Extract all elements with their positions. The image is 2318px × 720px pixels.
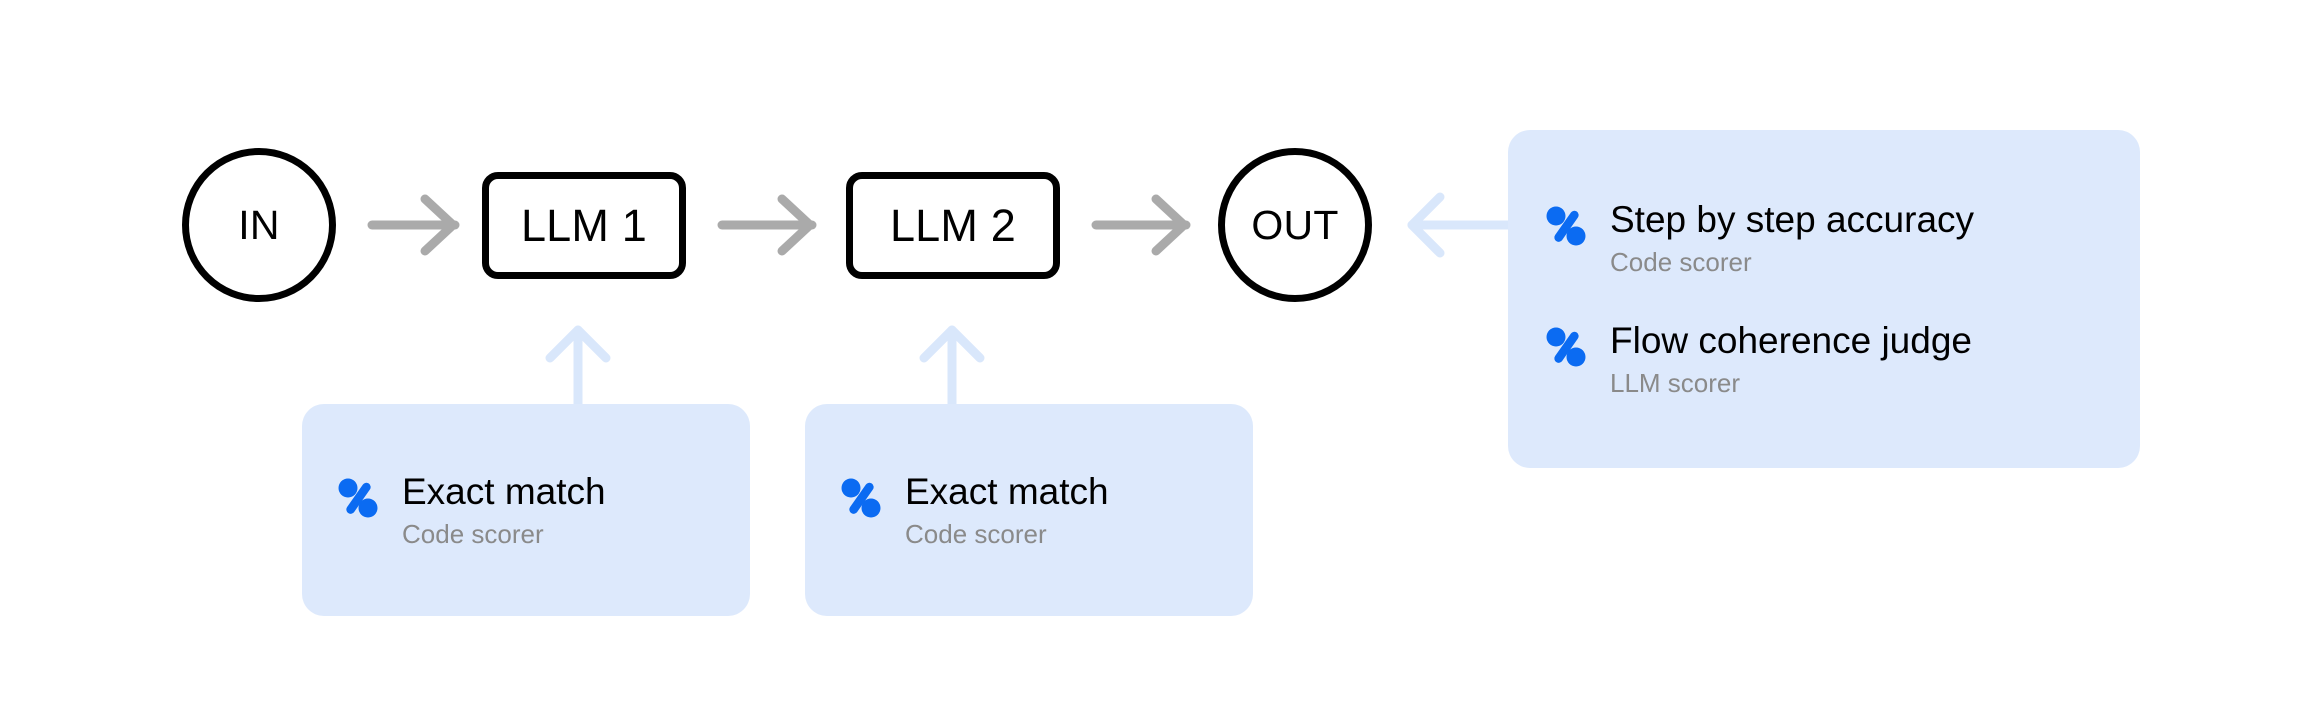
scorer-title: Exact match [905, 470, 1109, 512]
percent-scorer-icon [1546, 206, 1586, 246]
scorer-title: Exact match [402, 470, 606, 512]
scorer-item[interactable]: Flow coherence judge LLM scorer [1544, 319, 2104, 400]
arrow-in-to-llm1 [367, 194, 460, 256]
scorer-card-out[interactable]: Step by step accuracy Code scorer Flow c… [1508, 130, 2140, 468]
arrow-llm1-to-llm2 [717, 194, 817, 256]
arrow-card-to-out [1407, 192, 1513, 258]
scorer-text: Exact match Code scorer [402, 470, 606, 551]
arrow-llm2-to-out [1091, 194, 1191, 256]
percent-scorer-icon [338, 478, 378, 517]
node-label-llm2: LLM 2 [889, 199, 1017, 251]
node-label-llm1: LLM 1 [520, 199, 648, 251]
scorer-item[interactable]: Step by step accuracy Code scorer [1544, 198, 2104, 279]
scorer-title: Step by step accuracy [1610, 199, 1975, 240]
scorer-item[interactable]: Exact match Code scorer [336, 470, 716, 551]
scorer-text: Flow coherence judge LLM scorer [1610, 319, 1972, 400]
scorer-subtitle: Code scorer [402, 518, 544, 549]
scorer-card-llm2[interactable]: Exact match Code scorer [805, 404, 1253, 616]
scorer-item[interactable]: Exact match Code scorer [839, 470, 1219, 551]
node-label-in: IN [238, 201, 280, 248]
scorer-subtitle: LLM scorer [1610, 368, 1741, 398]
scorer-title: Flow coherence judge [1610, 320, 1972, 361]
percent-scorer-icon [841, 478, 881, 517]
percent-scorer-icon [1546, 327, 1586, 367]
pipeline-node-in[interactable]: IN [182, 148, 336, 302]
pipeline-node-llm1[interactable]: LLM 1 [482, 172, 686, 279]
scorer-subtitle: Code scorer [905, 518, 1047, 549]
node-label-out: OUT [1251, 201, 1339, 248]
scorer-text: Exact match Code scorer [905, 470, 1109, 551]
pipeline-node-out[interactable]: OUT [1218, 148, 1372, 302]
arrow-card-to-llm2 [919, 325, 985, 409]
pipeline-node-llm2[interactable]: LLM 2 [846, 172, 1060, 279]
arrow-card-to-llm1 [545, 325, 611, 409]
scorer-text: Step by step accuracy Code scorer [1610, 198, 1974, 279]
scorer-subtitle: Code scorer [1610, 247, 1752, 277]
scorer-card-llm1[interactable]: Exact match Code scorer [302, 404, 750, 616]
